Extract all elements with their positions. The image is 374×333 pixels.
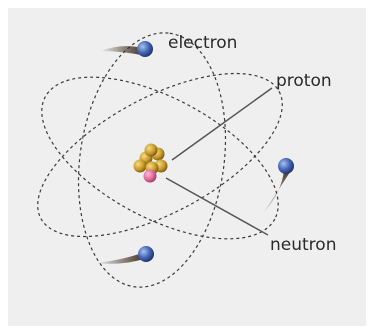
electron-trail-bottom (96, 253, 144, 264)
neutron-label: neutron (270, 235, 336, 255)
proton-label: proton (276, 71, 332, 91)
electron-top (137, 41, 153, 57)
diagram-background (8, 8, 366, 326)
electron-bottom (138, 246, 154, 262)
electron-right (278, 158, 294, 174)
neutron-pointer-line (165, 177, 269, 236)
proton-pointer-line (171, 87, 273, 161)
orbit-2 (41, 76, 279, 240)
neutron-particle (143, 169, 157, 183)
orbit-3 (77, 32, 227, 288)
electron-label: electron (168, 33, 237, 53)
proton-particle (144, 143, 158, 157)
proton-particle (133, 159, 147, 173)
nucleus (133, 143, 168, 183)
electron-trail-right (262, 170, 290, 215)
orbit-1 (37, 72, 283, 238)
electron-trail-top (100, 46, 142, 55)
